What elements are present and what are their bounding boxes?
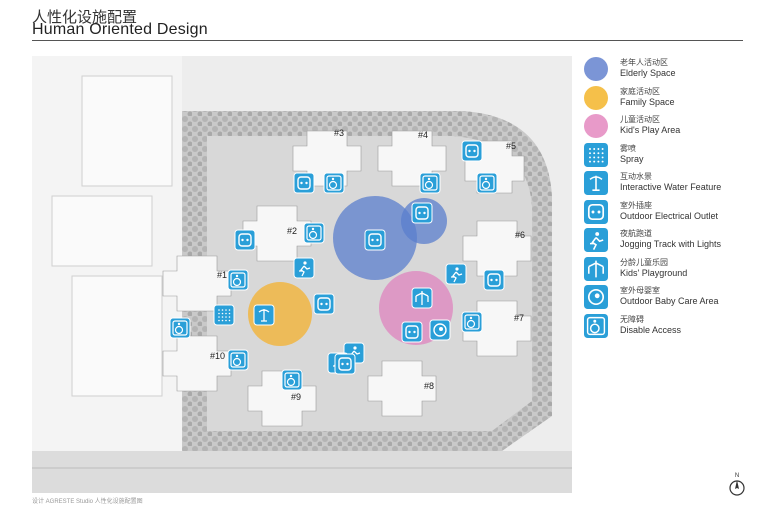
- building-label: #7: [514, 313, 524, 323]
- legend-label-cn: 室外母婴室: [620, 286, 660, 295]
- outlet-icon: [461, 140, 483, 162]
- accessibility-icon: [281, 369, 303, 391]
- legend-swatch: [584, 114, 608, 138]
- residential-towers: [162, 130, 532, 427]
- left-building-south: [71, 275, 163, 397]
- accessibility-icon: [419, 172, 441, 194]
- outlet-icon: [364, 229, 386, 251]
- outlet-icon: [584, 199, 608, 224]
- legend-label-en: Outdoor Baby Care Area: [620, 296, 719, 306]
- building-label: #8: [424, 381, 434, 391]
- spray-icon: [584, 142, 608, 167]
- accessibility-icon: [303, 222, 325, 244]
- outlet-icon: [334, 353, 356, 375]
- outlet-icon: [411, 202, 433, 224]
- accessibility-icon: [476, 172, 498, 194]
- building-label: #5: [506, 141, 516, 151]
- legend-swatch: [584, 57, 608, 81]
- accessibility-icon: [584, 313, 608, 338]
- accessibility-icon: [169, 317, 191, 339]
- jogging-icon: [445, 263, 467, 285]
- legend-swatch: [584, 85, 608, 110]
- outlet-icon: [234, 229, 256, 251]
- water-feature-icon: [584, 171, 608, 195]
- legend-label-cn: 无障碍: [620, 314, 644, 324]
- spray-icon: [213, 304, 235, 326]
- legend-label-cn: 互动水景: [620, 172, 652, 181]
- baby-care-icon: [429, 319, 451, 341]
- legend-label-en: Family Space: [620, 96, 675, 107]
- baby-care-icon: [584, 285, 608, 309]
- page-title-cn: 人性化设施配置: [32, 8, 138, 26]
- accessibility-icon: [323, 172, 345, 194]
- legend-label-cn: 家庭活动区: [620, 86, 660, 96]
- legend-label-en: Outdoor Electrical Outlet: [620, 210, 719, 221]
- jogging-icon: [293, 257, 315, 279]
- outlet-icon: [313, 293, 335, 315]
- site-plan-map: #1 #2 #3 #4 #5 #6 #7 #8 #9 #10: [32, 56, 572, 493]
- building-label: #9: [291, 392, 301, 402]
- playground-icon: [584, 256, 608, 281]
- legend-label-cn: 夜航跑道: [620, 229, 652, 238]
- legend-label-cn: 儿童活动区: [620, 115, 660, 124]
- legend-label-en: Kids' Playground: [620, 267, 688, 278]
- legend-label-en: Interactive Water Feature: [620, 182, 722, 192]
- legend-label-en: Elderly Space: [620, 68, 676, 78]
- building-label: #2: [287, 226, 297, 236]
- legend-label-en: Disable Access: [620, 324, 682, 335]
- water-feature-icon: [253, 304, 275, 326]
- legend-label-cn: 雾喷: [620, 143, 636, 153]
- accessibility-icon: [461, 311, 483, 333]
- footer-text: 设计 AGRESTE Studio 人性化设施配置图: [32, 499, 143, 505]
- accessibility-icon: [227, 269, 249, 291]
- building-label: #1: [217, 270, 227, 280]
- legend-label-cn: 室外插座: [620, 200, 652, 210]
- legend-label-cn: 老年人活动区: [620, 58, 668, 67]
- legend-label-cn: 分龄儿童乐园: [620, 257, 668, 267]
- family-space-zone: [248, 282, 312, 346]
- building-label: #10: [210, 351, 225, 361]
- outlet-icon: [293, 172, 315, 194]
- legend-label-en: Spray: [620, 153, 644, 164]
- north-compass-icon: N: [729, 473, 745, 496]
- playground-icon: [411, 287, 433, 309]
- legend-label-en: Kid's Play Area: [620, 125, 681, 135]
- compass-label: N: [735, 473, 739, 479]
- jogging-icon: [584, 228, 608, 252]
- building-label: #4: [418, 130, 428, 140]
- outlet-icon: [483, 269, 505, 291]
- building-label: #3: [334, 128, 344, 138]
- left-building-middle: [51, 195, 153, 267]
- road: [32, 451, 572, 493]
- legend-label-en: Jogging Track with Lights: [620, 239, 722, 249]
- page-title-en: Human Oriented Design: [32, 21, 208, 38]
- title-divider: [32, 40, 743, 41]
- left-building-north: [81, 75, 173, 187]
- accessibility-icon: [227, 349, 249, 371]
- outlet-icon: [401, 321, 423, 343]
- building-label: #6: [515, 230, 525, 240]
